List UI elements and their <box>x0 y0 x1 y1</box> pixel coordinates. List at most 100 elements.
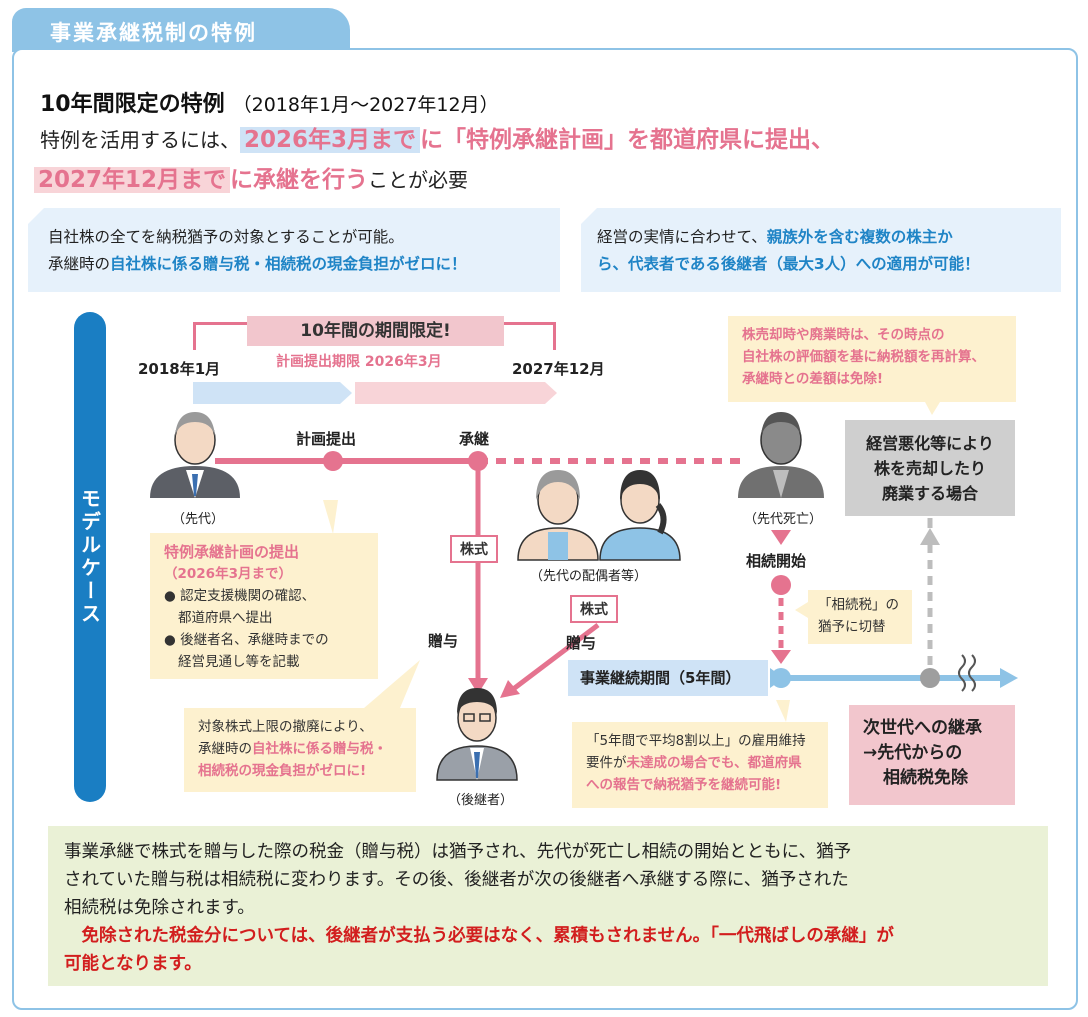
employ-note-pointer <box>776 700 790 722</box>
gift-note: 対象株式上限の撤廃により、 承継時の自社株に係る贈与税・ 相続税の現金負担がゼロ… <box>184 708 416 792</box>
successor-female-figure <box>599 470 681 561</box>
sale-note-l2: 自社株の評価額を基に納税額を再計算、 <box>742 349 985 365</box>
sale-note-l1: 株売却時や廃業時は、その時点の <box>742 327 945 343</box>
gift-label-2: 贈与 <box>566 634 597 652</box>
info-box-left: 自社株の全てを納税猶予の対象とすることが可能。 承継時の自社株に係る贈与税・相続… <box>28 208 560 292</box>
gift-note-l1: 対象株式上限の撤廃により、 <box>198 719 373 735</box>
end-date: 2027年12月 <box>512 360 605 378</box>
switch-note: 「相続税」の 猶予に切替 <box>808 590 912 644</box>
continuation-arrow-head <box>1000 668 1018 688</box>
req-text: 特例を活用するには、 <box>40 128 240 152</box>
period-arrow-blue <box>193 382 352 404</box>
sale-note-pointer <box>925 402 940 415</box>
summary-line2: されていた贈与税は相続税に変わります。その後、後継者が次の後継者へ承継する際に、… <box>64 870 849 890</box>
next-box-line3: 相続税免除 <box>883 768 968 788</box>
summary-box: 事業承継で株式を贈与した際の税金（贈与税）は猶予され、先代が死亡し相続の開始とと… <box>48 826 1048 986</box>
info-right-line1: 経営の実情に合わせて、親族外を含む複数の株主か <box>597 224 1051 251</box>
succession-text: に承継を行う <box>230 167 369 193</box>
gift-label-1: 贈与 <box>428 632 459 650</box>
info-right-prefix: 経営の実情に合わせて、 <box>597 228 767 246</box>
inherit-arrow-head <box>771 650 791 664</box>
plan-note-pointer <box>323 500 338 534</box>
model-case-label: モデルケース <box>74 312 106 802</box>
info-left-line1: 自社株の全てを納税猶予の対象とすることが可能。 <box>48 228 404 246</box>
predecessor-label: （先代） <box>172 512 225 527</box>
gift2-arrow-head <box>500 680 520 698</box>
summary-line1: 事業承継で株式を贈与した際の税金（贈与税）は猶予され、先代が死亡し相続の開始とと… <box>64 842 852 862</box>
stock-badge-2: 株式 <box>570 595 618 623</box>
sale-arrow-head <box>920 528 940 545</box>
spouse-label: （先代の配偶者等） <box>530 569 648 584</box>
inherit-dot <box>771 575 791 595</box>
sale-box-line2: 株を売却したり <box>873 459 986 478</box>
plan-note-b2a: ● 後継者名、承継時までの <box>164 632 329 648</box>
deadline-highlight: 2026年3月まで <box>240 127 421 153</box>
gift2-arrow-line <box>510 623 600 692</box>
sale-dot <box>920 668 940 688</box>
summary-red-line1: 免除された税金分については、後継者が支払う必要はなく、累積もされません。「一代飛… <box>64 926 894 946</box>
sale-note: 株売却時や廃業時は、その時点の 自社株の評価額を基に納税額を再計算、 承継時との… <box>728 316 1016 402</box>
next-box-line1: 次世代への継承 <box>863 718 982 738</box>
switch-note-l1: 「相続税」の <box>818 597 899 613</box>
successor-figure <box>436 688 518 781</box>
employ-note-pink: 未達成の場合でも、都道府県 <box>626 755 802 771</box>
break-mark <box>958 654 976 692</box>
info-right-line2: ら、代表者である後継者（最大3人）への適用が可能！ <box>597 251 1051 278</box>
info-right-bold: 親族外を含む複数の株主か <box>766 228 953 246</box>
requirement-line-2: 2027年12月までに承継を行うことが必要 <box>34 160 468 194</box>
requirement-line-1: 特例を活用するには、2026年3月までに「特例承継計画」を都道府県に提出、 <box>40 120 834 154</box>
heading-text: 10年間限定の特例 <box>40 92 225 117</box>
info-left-line2: 承継時の自社株に係る贈与税・相続税の現金負担がゼロに！ <box>48 251 550 278</box>
plan-note-sub: （2026年3月まで） <box>164 566 292 582</box>
start-date: 2018年1月 <box>138 360 221 378</box>
info-box-right: 経営の実情に合わせて、親族外を含む複数の株主か ら、代表者である後継者（最大3人… <box>581 208 1061 292</box>
employ-note-l2: 要件が未達成の場合でも、都道府県 <box>586 752 828 774</box>
death-arrow-head <box>771 530 791 545</box>
next-box-line2: →先代からの <box>863 743 963 763</box>
plan-label: 計画提出 <box>296 430 357 448</box>
limit-band: 10年間の期間限定! <box>247 316 504 346</box>
switch-note-l2: 猶予に切替 <box>818 619 886 635</box>
employment-note: 「5年間で平均8割以上」の雇用維持 要件が未達成の場合でも、都道府県 への報告で… <box>572 722 828 808</box>
continuation-start-dot <box>771 668 791 688</box>
gift-note-l2: 承継時の自社株に係る贈与税・ <box>198 738 416 760</box>
successor-label: （後継者） <box>448 793 514 808</box>
plan-submit-text: に「特例承継計画」を都道府県に提出、 <box>420 127 835 153</box>
employ-note-l1: 「5年間で平均8割以上」の雇用維持 <box>586 733 806 749</box>
period-text: （2018年1月～2027年12月） <box>232 94 499 116</box>
deceased-label: （先代死亡） <box>744 512 823 527</box>
plan-deadline-label: 計画提出期限 2026年3月 <box>276 354 442 370</box>
info-left-bold: 自社株に係る贈与税・相続税の現金負担がゼロに！ <box>110 255 467 273</box>
sale-case-box: 経営悪化等により 株を売却したり 廃業する場合 <box>845 420 1015 516</box>
gift-note-prefix: 承継時の <box>198 741 252 757</box>
summary-line3: 相続税は免除されます。 <box>64 898 255 918</box>
next-generation-box: 次世代への継承 →先代からの 相続税免除 <box>849 705 1015 805</box>
gift-note-pointer <box>350 660 420 720</box>
plan-note-title: 特例承継計画の提出 <box>164 543 300 561</box>
spouse-figure <box>517 470 599 561</box>
business-period-label: 事業継続期間（5年間） <box>568 660 768 696</box>
employ-note-prefix: 要件が <box>586 755 627 771</box>
period-arrow-pink <box>355 382 557 404</box>
gift-arrow-head <box>468 678 488 694</box>
section-title: 事業承継税制の特例 <box>12 8 350 52</box>
succession-deadline-highlight: 2027年12月まで <box>34 167 231 193</box>
plan-note-b1b: 都道府県へ提出 <box>178 610 273 626</box>
sale-box-line1: 経営悪化等により <box>866 434 994 453</box>
special-heading: 10年間限定の特例 （2018年1月～2027年12月） <box>40 86 499 118</box>
gift-note-pink: 自社株に係る贈与税・ <box>252 741 387 757</box>
summary-red-line2: 可能となります。 <box>64 954 202 974</box>
info-right-bold-2: ら、代表者である後継者（最大3人）への適用が可能！ <box>597 255 980 273</box>
switch-note-pointer <box>795 602 808 618</box>
gift-note-l3: 相続税の現金負担がゼロに! <box>198 763 367 779</box>
succession-dot <box>468 451 488 471</box>
predecessor-figure <box>150 412 240 498</box>
info-left-prefix: 承継時の <box>48 255 111 273</box>
employ-note-l3: への報告で納税猶予を継続可能! <box>586 777 782 793</box>
plan-note-b2b: 経営見通し等を記載 <box>178 654 300 670</box>
plan-dot <box>323 451 343 471</box>
plan-note-b1a: ● 認定支援機関の確認、 <box>164 588 316 604</box>
succession-label: 承継 <box>459 430 490 448</box>
necessary-text: ことが必要 <box>368 168 469 192</box>
